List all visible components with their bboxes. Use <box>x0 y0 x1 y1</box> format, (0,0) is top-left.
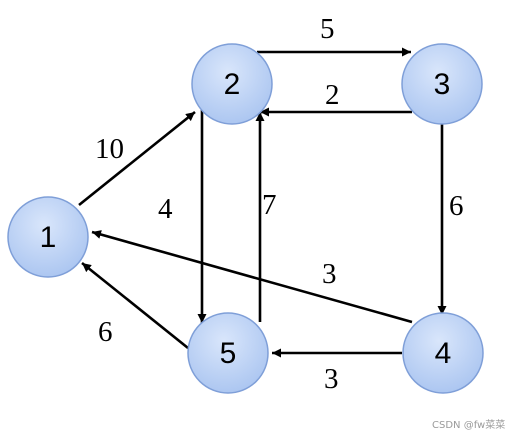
weight-label-4-to-1: 3 <box>322 258 337 290</box>
weight-label-5-to-2: 7 <box>262 189 277 221</box>
node-label-2: 2 <box>224 68 241 101</box>
weight-label-1-to-2: 10 <box>95 133 124 165</box>
edge-weights: 10 5 2 4 7 6 3 3 6 <box>95 13 464 395</box>
node-circle-1 <box>7 196 89 278</box>
node-label-4: 4 <box>435 337 452 370</box>
weight-label-3-to-2: 2 <box>325 79 340 111</box>
edge-5-to-1 <box>81 261 189 350</box>
node-circle-2 <box>191 43 273 125</box>
weight-label-2-to-5: 4 <box>158 193 173 225</box>
node-2: 2 <box>191 43 273 125</box>
edge-4-to-1 <box>91 230 413 324</box>
node-label-5: 5 <box>220 337 237 370</box>
node-label-3: 3 <box>434 68 451 101</box>
weight-label-4-to-5: 3 <box>324 363 339 395</box>
node-1: 1 <box>7 196 89 278</box>
edges <box>78 47 447 358</box>
node-3: 3 <box>401 43 483 125</box>
node-circle-5 <box>187 312 269 394</box>
node-circle-3 <box>401 43 483 125</box>
node-circle-4 <box>402 312 484 394</box>
watermark: CSDN @fw菜菜 <box>432 419 505 431</box>
node-label-1: 1 <box>40 221 57 254</box>
weight-label-2-to-3: 5 <box>320 13 335 45</box>
weight-label-5-to-1: 6 <box>98 316 113 348</box>
node-4: 4 <box>402 312 484 394</box>
node-5: 5 <box>187 312 269 394</box>
weight-label-3-to-4: 6 <box>449 190 464 222</box>
edge-1-to-2 <box>78 110 196 207</box>
nodes: 1 2 3 4 5 <box>7 43 484 394</box>
